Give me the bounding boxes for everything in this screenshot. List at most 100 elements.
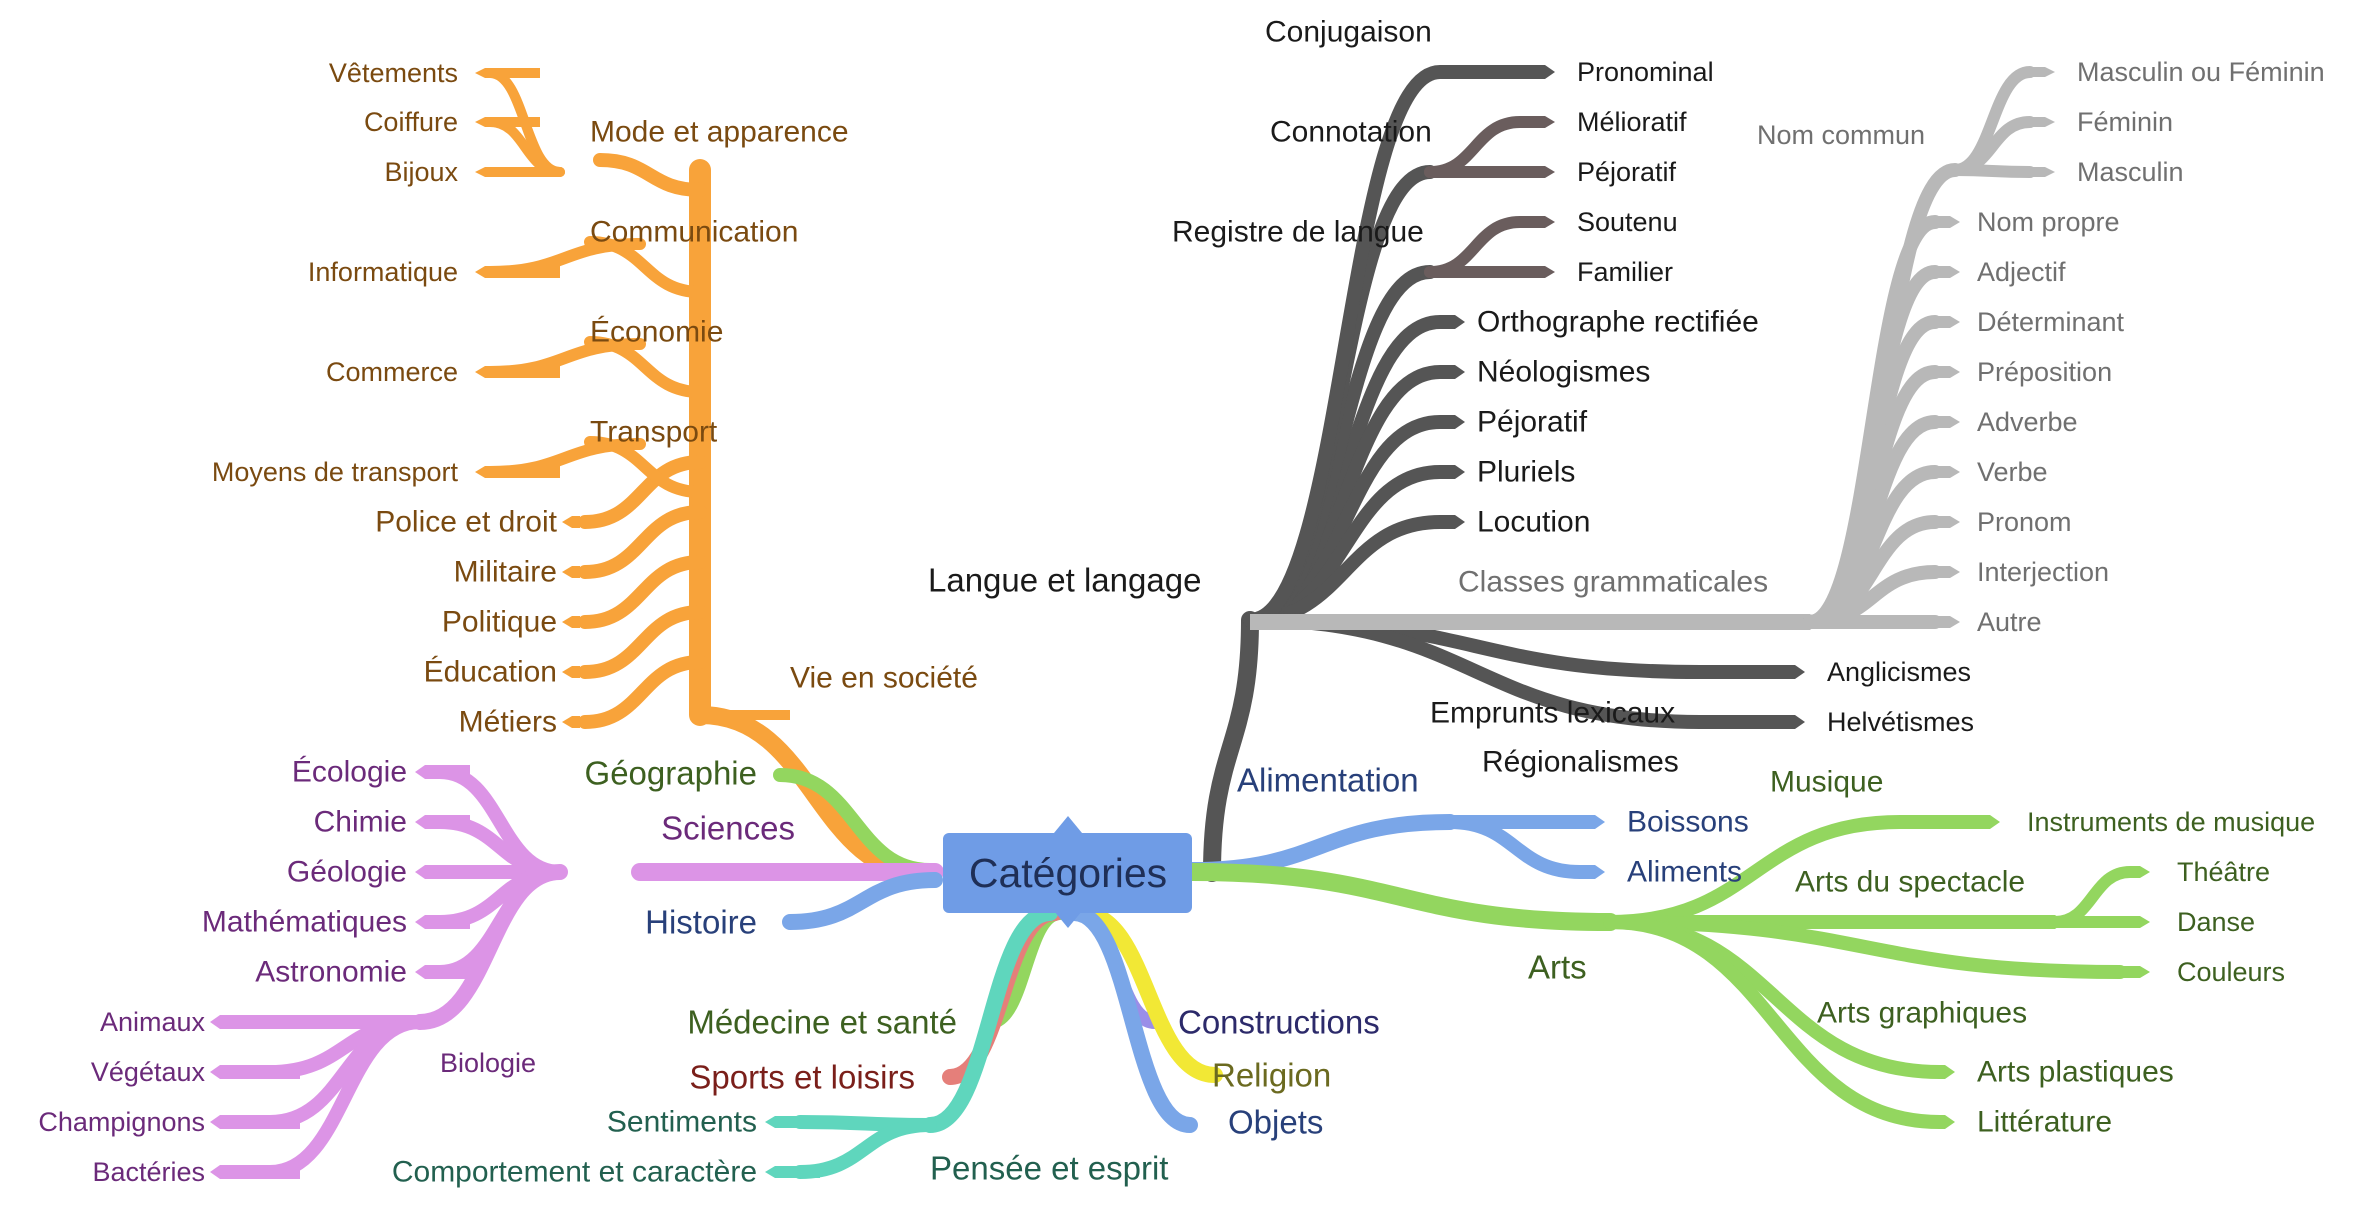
central-topic-arrow-up: [1054, 816, 1082, 833]
central-topic[interactable]: Catégories: [943, 816, 1192, 928]
node-bacteries[interactable]: Bactéries: [92, 1157, 205, 1187]
node-melioratif[interactable]: Mélioratif: [1577, 107, 1687, 137]
node-arts-du-spectacle[interactable]: Arts du spectacle: [1795, 866, 2025, 899]
node-pronom[interactable]: Pronom: [1977, 507, 2072, 537]
node-instruments-de-musique[interactable]: Instruments de musique: [2027, 807, 2315, 837]
node-determinant[interactable]: Déterminant: [1977, 307, 2125, 337]
node-autre[interactable]: Autre: [1977, 607, 2042, 637]
node-pronominal[interactable]: Pronominal: [1577, 57, 1714, 87]
node-objets[interactable]: Objets: [1228, 1104, 1323, 1141]
bar-nom-commun-1: [2030, 117, 2055, 127]
node-sentiments[interactable]: Sentiments: [607, 1106, 757, 1139]
bar-connotation-1: [1520, 166, 1555, 178]
bar-biologie-2: [210, 1115, 300, 1129]
node-helvetismes[interactable]: Helvétismes: [1827, 707, 1974, 737]
node-histoire[interactable]: Histoire: [645, 904, 757, 941]
node-sports-et-loisirs[interactable]: Sports et loisirs: [689, 1059, 915, 1096]
node-orthographe-rectifiee[interactable]: Orthographe rectifiée: [1477, 306, 1759, 339]
node-neologismes[interactable]: Néologismes: [1477, 356, 1650, 389]
link-objets: [1066, 905, 1198, 1133]
node-astronomie[interactable]: Astronomie: [255, 956, 407, 989]
node-soutenu[interactable]: Soutenu: [1577, 207, 1678, 237]
node-constructions[interactable]: Constructions: [1178, 1004, 1380, 1041]
node-interjection[interactable]: Interjection: [1977, 557, 2109, 587]
node-mode-et-apparence[interactable]: Mode et apparence: [590, 116, 849, 149]
node-verbe[interactable]: Verbe: [1977, 457, 2048, 487]
node-sciences[interactable]: Sciences: [661, 810, 795, 847]
node-conjugaison[interactable]: Conjugaison: [1265, 16, 1432, 49]
node-danse[interactable]: Danse: [2177, 907, 2255, 937]
bar-pensee-0: [765, 1116, 820, 1128]
node-biologie[interactable]: Biologie: [440, 1048, 536, 1078]
node-militaire[interactable]: Militaire: [454, 556, 557, 589]
node-preposition[interactable]: Préposition: [1977, 357, 2112, 387]
node-locution[interactable]: Locution: [1477, 506, 1590, 539]
node-communication[interactable]: Communication: [590, 216, 798, 249]
node-coiffure[interactable]: Coiffure: [364, 107, 458, 137]
link-alimentation-1: [1443, 815, 1587, 879]
node-theatre[interactable]: Théâtre: [2177, 857, 2270, 887]
node-masculin-ou-feminin[interactable]: Masculin ou Féminin: [2077, 57, 2325, 87]
node-vetements[interactable]: Vêtements: [329, 58, 458, 88]
node-chimie[interactable]: Chimie: [314, 806, 407, 839]
node-ecologie[interactable]: Écologie: [292, 756, 407, 789]
node-masculin[interactable]: Masculin: [2077, 157, 2184, 187]
node-arts-graphiques[interactable]: Arts graphiques: [1817, 997, 2027, 1030]
node-economie[interactable]: Économie: [590, 316, 723, 349]
bar-classes-4: [1935, 416, 1960, 428]
node-politique[interactable]: Politique: [442, 606, 557, 639]
node-comportement-et-caractere[interactable]: Comportement et caractère: [392, 1156, 757, 1189]
node-feminin[interactable]: Féminin: [2077, 107, 2173, 137]
node-connotation[interactable]: Connotation: [1270, 116, 1432, 149]
node-bijoux[interactable]: Bijoux: [384, 157, 458, 187]
node-moyens-de-transport[interactable]: Moyens de transport: [212, 457, 459, 487]
node-familier[interactable]: Familier: [1577, 257, 1673, 287]
node-registre-de-langue[interactable]: Registre de langue: [1172, 216, 1424, 249]
link-biologie: [412, 864, 568, 1030]
node-metiers[interactable]: Métiers: [459, 706, 557, 739]
node-pensee-et-esprit[interactable]: Pensée et esprit: [930, 1150, 1168, 1187]
node-animaux[interactable]: Animaux: [100, 1007, 206, 1037]
link-biologie-3: [263, 1015, 427, 1179]
node-musique[interactable]: Musique: [1770, 766, 1883, 799]
node-transport[interactable]: Transport: [590, 416, 718, 449]
node-langue-et-langage[interactable]: Langue et langage: [928, 562, 1201, 599]
node-arts-plastiques[interactable]: Arts plastiques: [1977, 1056, 2174, 1089]
node-alimentation[interactable]: Alimentation: [1237, 762, 1419, 799]
bar-langue-direct-3: [1440, 465, 1465, 479]
node-couleurs[interactable]: Couleurs: [2177, 957, 2285, 987]
node-mathematiques[interactable]: Mathématiques: [202, 906, 407, 939]
node-vegetaux[interactable]: Végétaux: [91, 1057, 206, 1087]
bar-mode-child-1: [475, 117, 540, 127]
node-anglicismes[interactable]: Anglicismes: [1827, 657, 1971, 687]
node-arts[interactable]: Arts: [1528, 949, 1587, 986]
node-nom-propre[interactable]: Nom propre: [1977, 207, 2120, 237]
node-medecine-et-sante[interactable]: Médecine et santé: [687, 1004, 957, 1041]
node-aliments[interactable]: Aliments: [1627, 856, 1742, 889]
node-champignons[interactable]: Champignons: [38, 1107, 205, 1137]
node-geographie[interactable]: Géographie: [585, 755, 757, 792]
node-litterature[interactable]: Littérature: [1977, 1106, 2112, 1139]
link-direct-1: [578, 605, 707, 679]
node-classes-grammaticales[interactable]: Classes grammaticales: [1458, 566, 1768, 599]
node-pejoratif[interactable]: Péjoratif: [1477, 406, 1588, 439]
node-regionalismes[interactable]: Régionalismes: [1482, 746, 1679, 779]
node-vie-en-societe[interactable]: Vie en société: [790, 662, 978, 695]
node-emprunts-lexicaux[interactable]: Emprunts lexicaux: [1430, 697, 1675, 730]
node-adverbe[interactable]: Adverbe: [1977, 407, 2078, 437]
node-religion[interactable]: Religion: [1212, 1057, 1331, 1094]
bar-classes-6: [1935, 516, 1960, 528]
node-police-et-droit[interactable]: Police et droit: [375, 506, 557, 539]
bar-direct-2: [562, 616, 580, 628]
node-education[interactable]: Éducation: [424, 656, 557, 689]
node-geologie[interactable]: Géologie: [287, 856, 407, 889]
node-nom-commun[interactable]: Nom commun: [1757, 120, 1925, 150]
node-adjectif[interactable]: Adjectif: [1977, 257, 2066, 287]
bar-nom-commun-2: [2030, 167, 2055, 177]
node-commerce[interactable]: Commerce: [326, 357, 458, 387]
link-pensee: [922, 905, 1058, 1133]
node-informatique[interactable]: Informatique: [308, 257, 458, 287]
node-boissons[interactable]: Boissons: [1627, 806, 1749, 839]
node-pluriels[interactable]: Pluriels: [1477, 456, 1575, 489]
node-pejoratif[interactable]: Péjoratif: [1577, 157, 1677, 187]
